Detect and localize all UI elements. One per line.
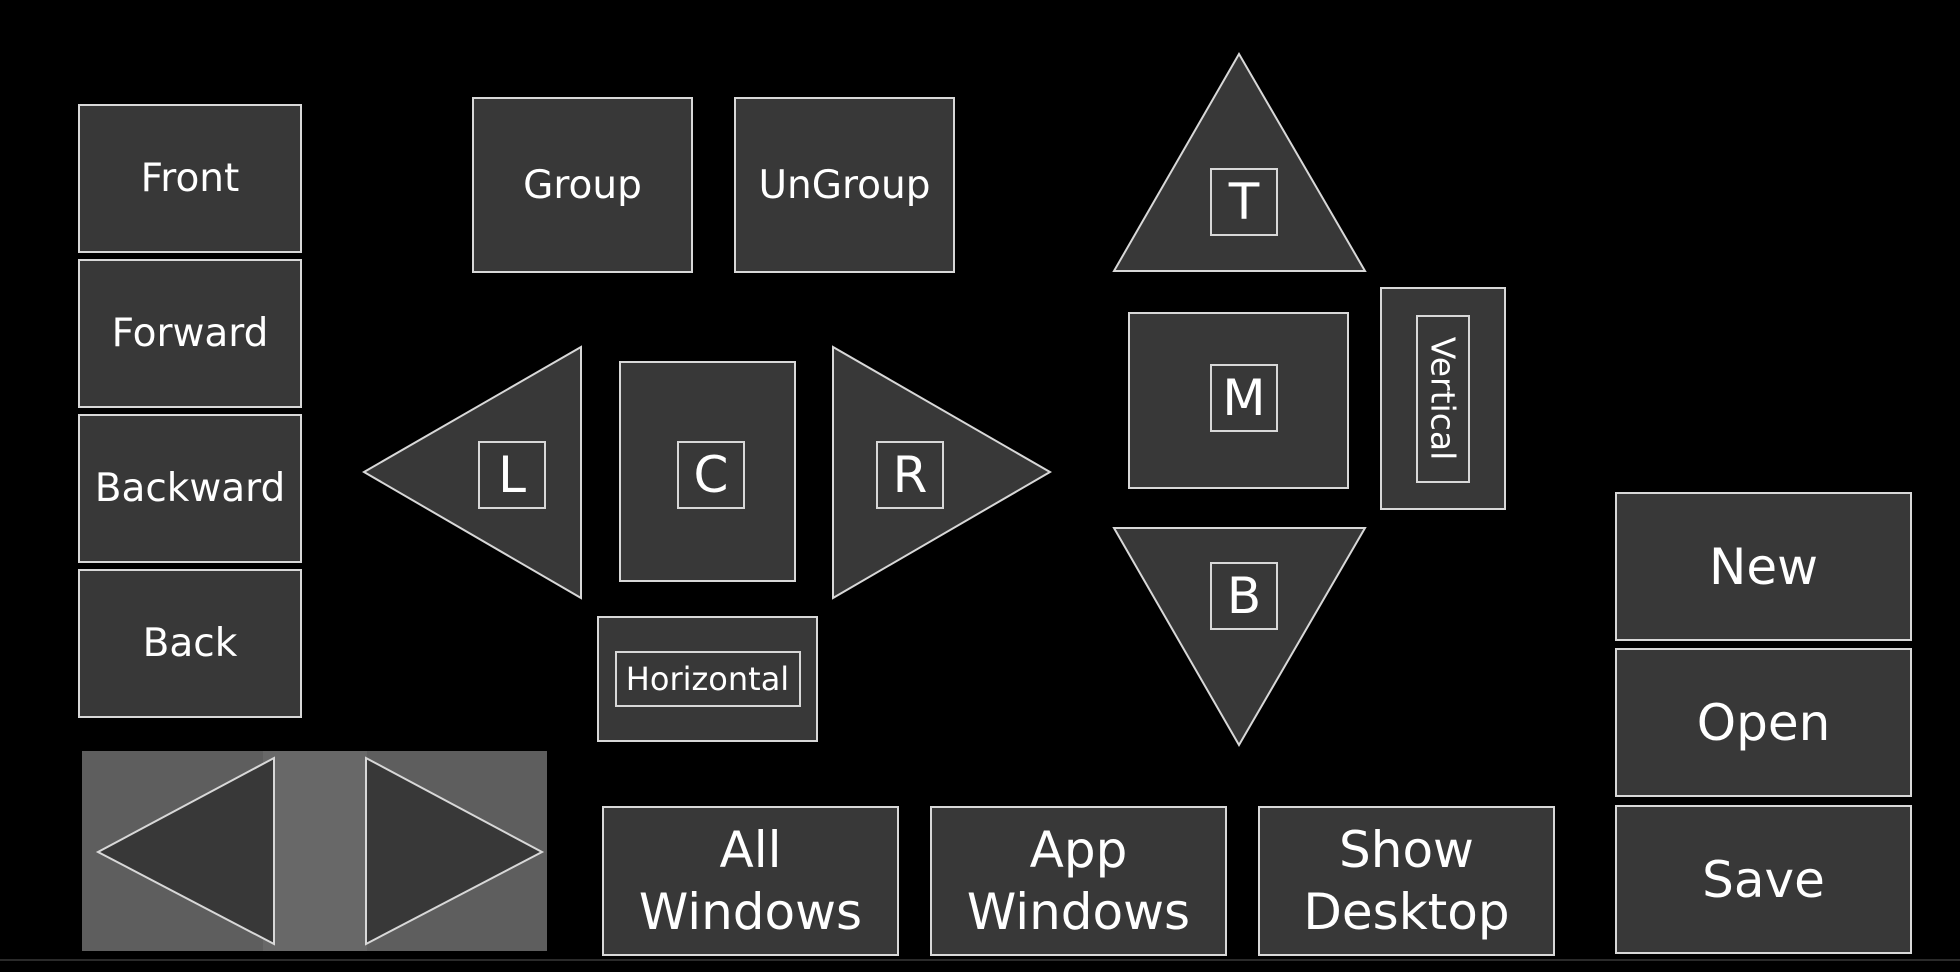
new-file-label: New <box>1708 537 1819 596</box>
send-to-back-button[interactable]: Back <box>78 569 302 718</box>
distribute-vertical-button[interactable]: Vertical <box>1380 287 1506 510</box>
align-left-button[interactable] <box>362 345 584 600</box>
align-top-button[interactable] <box>1112 52 1367 274</box>
distribute-horizontal-button[interactable]: Horizontal <box>597 616 818 742</box>
bring-forward-button[interactable]: Forward <box>78 259 302 408</box>
distribute-vertical-frame: Vertical <box>1416 314 1470 483</box>
ungroup-button[interactable]: UnGroup <box>734 97 955 273</box>
open-file-label: Open <box>1696 693 1831 752</box>
align-top-label: T <box>1210 168 1278 236</box>
bottom-divider <box>0 959 1960 961</box>
save-file-label: Save <box>1702 850 1825 909</box>
align-bottom-button[interactable] <box>1112 526 1367 748</box>
group-label: Group <box>523 162 642 208</box>
align-right-label: R <box>876 441 944 509</box>
bring-forward-label: Forward <box>111 311 269 356</box>
save-file-button[interactable]: Save <box>1615 805 1912 954</box>
send-backward-button[interactable]: Backward <box>78 414 302 563</box>
app-windows-button[interactable]: App Windows <box>930 806 1227 956</box>
align-middle-label: M <box>1210 364 1278 432</box>
group-button[interactable]: Group <box>472 97 693 273</box>
bring-to-front-button[interactable]: Front <box>78 104 302 253</box>
align-center-label: C <box>677 441 745 509</box>
all-windows-button[interactable]: All Windows <box>602 806 899 956</box>
new-file-button[interactable]: New <box>1615 492 1912 641</box>
page-navigation <box>82 751 547 951</box>
all-windows-label: All Windows <box>638 821 863 941</box>
navigation-divider <box>263 751 367 951</box>
distribute-vertical-label: Vertical <box>1423 336 1463 461</box>
align-left-label: L <box>478 441 546 509</box>
bring-to-front-label: Front <box>140 156 240 201</box>
show-desktop-label: Show Desktop <box>1303 821 1510 941</box>
triangle-left-icon[interactable] <box>95 756 276 946</box>
triangle-right-icon[interactable] <box>364 756 545 946</box>
show-desktop-button[interactable]: Show Desktop <box>1258 806 1555 956</box>
send-backward-label: Backward <box>94 466 286 511</box>
app-windows-label: App Windows <box>966 821 1191 941</box>
ungroup-label: UnGroup <box>758 162 931 208</box>
distribute-horizontal-label: Horizontal <box>614 651 801 707</box>
align-bottom-label: B <box>1210 562 1278 630</box>
open-file-button[interactable]: Open <box>1615 648 1912 797</box>
send-to-back-label: Back <box>142 621 238 666</box>
